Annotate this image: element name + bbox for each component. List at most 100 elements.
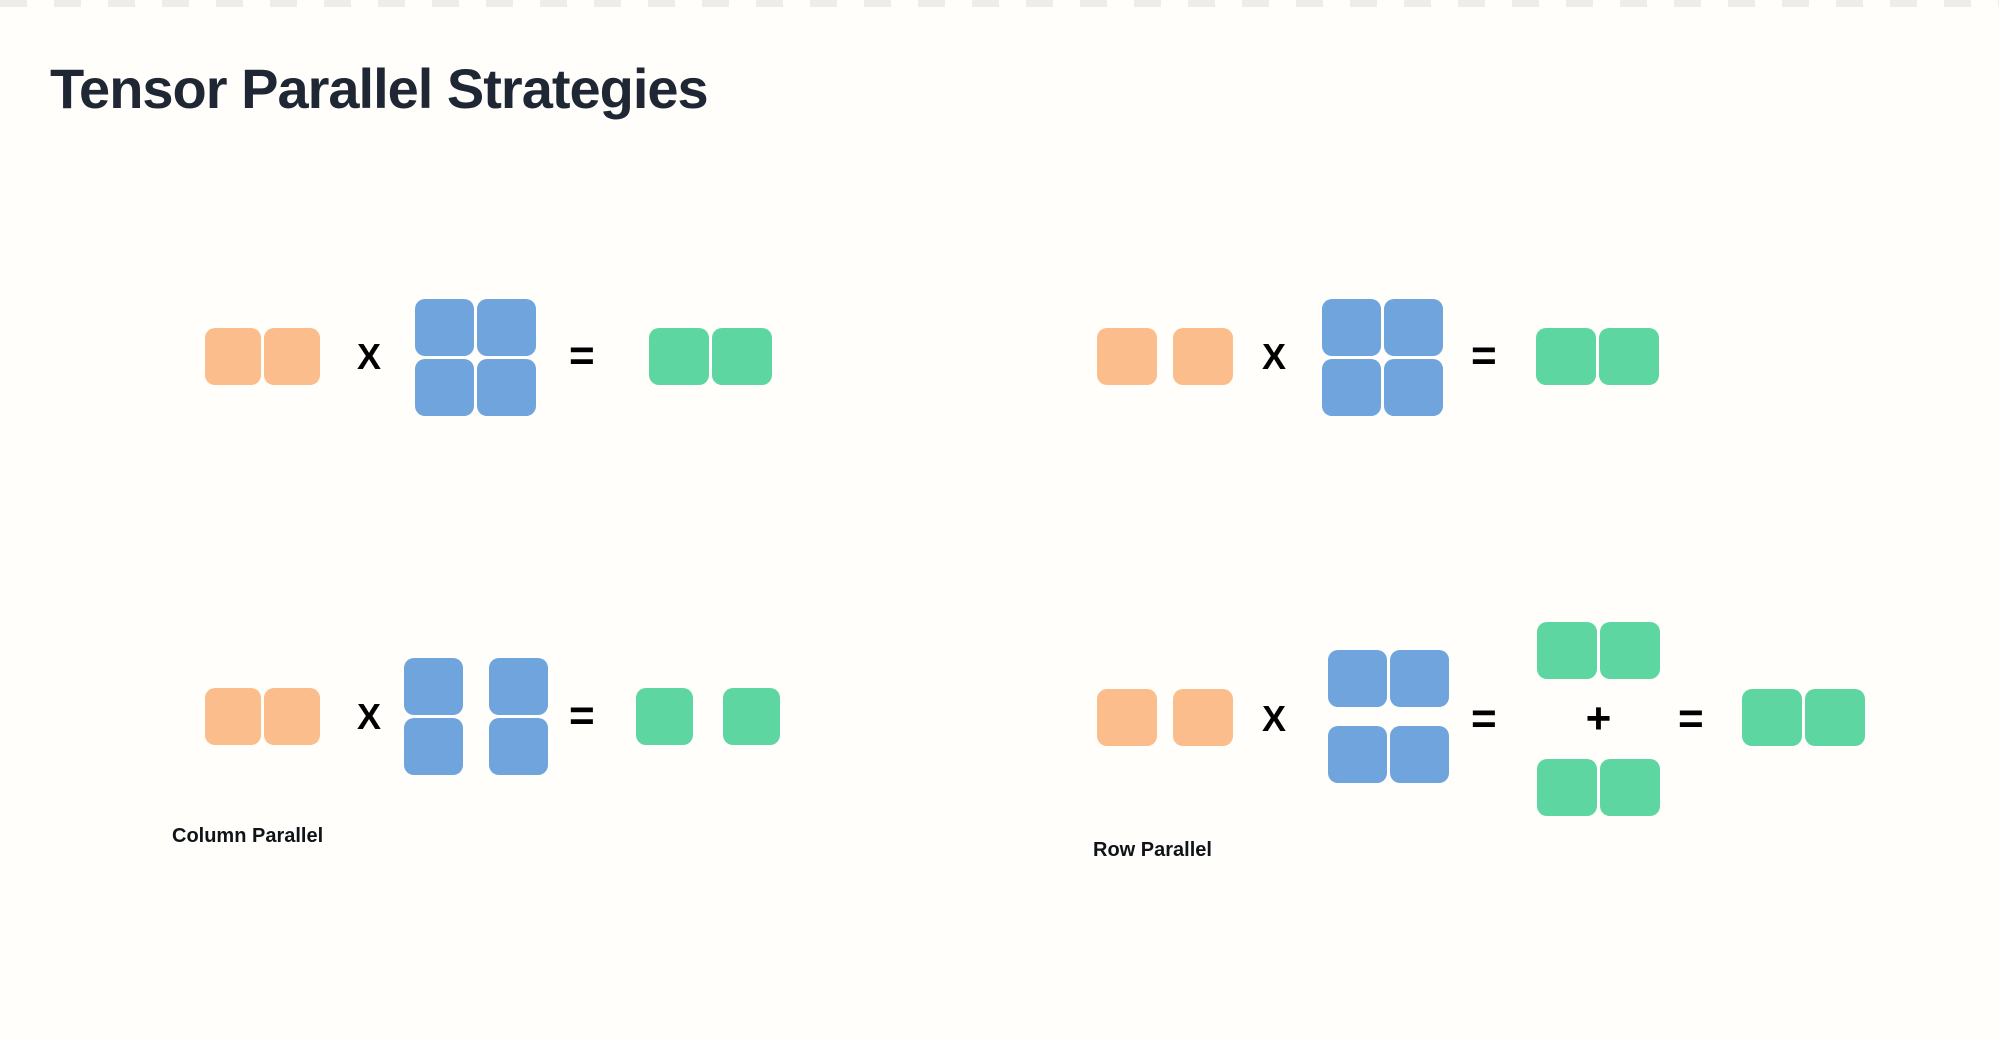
strip-square xyxy=(540,0,567,7)
weight-matrix-row-split xyxy=(1328,650,1449,783)
strip-square xyxy=(216,0,243,7)
equals-operator: = xyxy=(569,331,595,380)
matrix-cell xyxy=(1390,650,1449,707)
strip-square xyxy=(486,0,513,7)
matrix-cell xyxy=(264,328,320,385)
strip-square xyxy=(1242,0,1269,7)
matrix-cell xyxy=(1599,328,1659,385)
input-vector-split xyxy=(1097,328,1233,385)
matrix-cell xyxy=(415,299,474,356)
strip-square xyxy=(1026,0,1053,7)
matrix-cell xyxy=(205,328,261,385)
strip-square xyxy=(1782,0,1809,7)
multiply-operator: X xyxy=(1262,336,1287,377)
strip-square xyxy=(1404,0,1431,7)
strip-square xyxy=(270,0,297,7)
strip-square xyxy=(1890,0,1917,7)
output-vector xyxy=(1536,328,1659,385)
matrix-cell xyxy=(636,688,693,745)
strip-square xyxy=(432,0,459,7)
strip-square xyxy=(1566,0,1593,7)
equals-operator: = xyxy=(1678,694,1704,743)
strip-square xyxy=(594,0,621,7)
strip-square xyxy=(1296,0,1323,7)
column-parallel-label: Column Parallel xyxy=(172,825,324,847)
strip-square xyxy=(756,0,783,7)
matrix-cell xyxy=(1390,726,1449,783)
equals-operator: = xyxy=(1471,694,1497,743)
strip-square xyxy=(1458,0,1485,7)
matrix-cell xyxy=(404,718,463,775)
matrix-cell xyxy=(1173,328,1233,385)
strip-square xyxy=(54,0,81,7)
multiply-operator: X xyxy=(357,336,382,377)
strip-square xyxy=(1134,0,1161,7)
matrix-cell xyxy=(1537,759,1597,816)
matrix-cell xyxy=(1537,622,1597,679)
matrix-cell xyxy=(477,299,536,356)
top-edge-square-pattern xyxy=(0,0,1999,10)
matrix-cell xyxy=(404,658,463,715)
row-parallel-label: Row Parallel xyxy=(1093,839,1212,861)
matrix-cell xyxy=(205,688,261,745)
strip-square xyxy=(810,0,837,7)
strip-square xyxy=(918,0,945,7)
strip-square xyxy=(648,0,675,7)
strip-square xyxy=(864,0,891,7)
weight-matrix xyxy=(1322,299,1443,416)
matrix-cell xyxy=(1600,622,1660,679)
matrix-cell xyxy=(264,688,320,745)
matrix-cell xyxy=(649,328,709,385)
strip-square xyxy=(1350,0,1377,7)
matrix-cell xyxy=(489,658,548,715)
matrix-cell xyxy=(1328,650,1387,707)
strip-square xyxy=(1512,0,1539,7)
strip-square xyxy=(1188,0,1215,7)
strip-square xyxy=(378,0,405,7)
matrix-cell xyxy=(1097,689,1157,746)
equals-operator: = xyxy=(569,691,595,740)
input-vector xyxy=(205,328,320,385)
strip-square xyxy=(162,0,189,7)
matrix-cell xyxy=(1384,299,1443,356)
matrix-cell xyxy=(1173,689,1233,746)
matrix-cell xyxy=(1742,689,1802,746)
matrix-cell xyxy=(415,359,474,416)
matrix-cell xyxy=(712,328,772,385)
matrix-cell xyxy=(489,718,548,775)
strip-square xyxy=(0,0,27,7)
output-vector-split xyxy=(636,688,780,745)
matrix-cell xyxy=(1805,689,1865,746)
strip-square xyxy=(702,0,729,7)
partial-result-bottom xyxy=(1537,759,1660,816)
strip-square xyxy=(324,0,351,7)
equals-operator: = xyxy=(1471,331,1497,380)
matrix-cell xyxy=(1097,328,1157,385)
multiply-operator: X xyxy=(1262,698,1287,739)
matrix-cell xyxy=(477,359,536,416)
output-vector xyxy=(649,328,772,385)
matrix-cell xyxy=(1536,328,1596,385)
strip-square xyxy=(1944,0,1971,7)
partial-sum-stack: + xyxy=(1537,622,1660,816)
matrix-cell xyxy=(1322,299,1381,356)
matrix-cell xyxy=(1600,759,1660,816)
matrix-cell xyxy=(1322,359,1381,416)
strip-square xyxy=(1674,0,1701,7)
strip-square xyxy=(1728,0,1755,7)
matrix-cell xyxy=(1384,359,1443,416)
input-vector-split xyxy=(1097,689,1233,746)
output-vector xyxy=(1742,689,1865,746)
matrix-cell xyxy=(1328,726,1387,783)
input-vector xyxy=(205,688,320,745)
matrix-cell xyxy=(723,688,780,745)
weight-matrix-column-split xyxy=(404,658,548,775)
strip-square xyxy=(1836,0,1863,7)
partial-result-top xyxy=(1537,622,1660,679)
weight-matrix xyxy=(415,299,536,416)
strip-square xyxy=(1620,0,1647,7)
strip-square xyxy=(1080,0,1107,7)
plus-operator: + xyxy=(1585,694,1612,743)
multiply-operator: X xyxy=(357,696,382,737)
